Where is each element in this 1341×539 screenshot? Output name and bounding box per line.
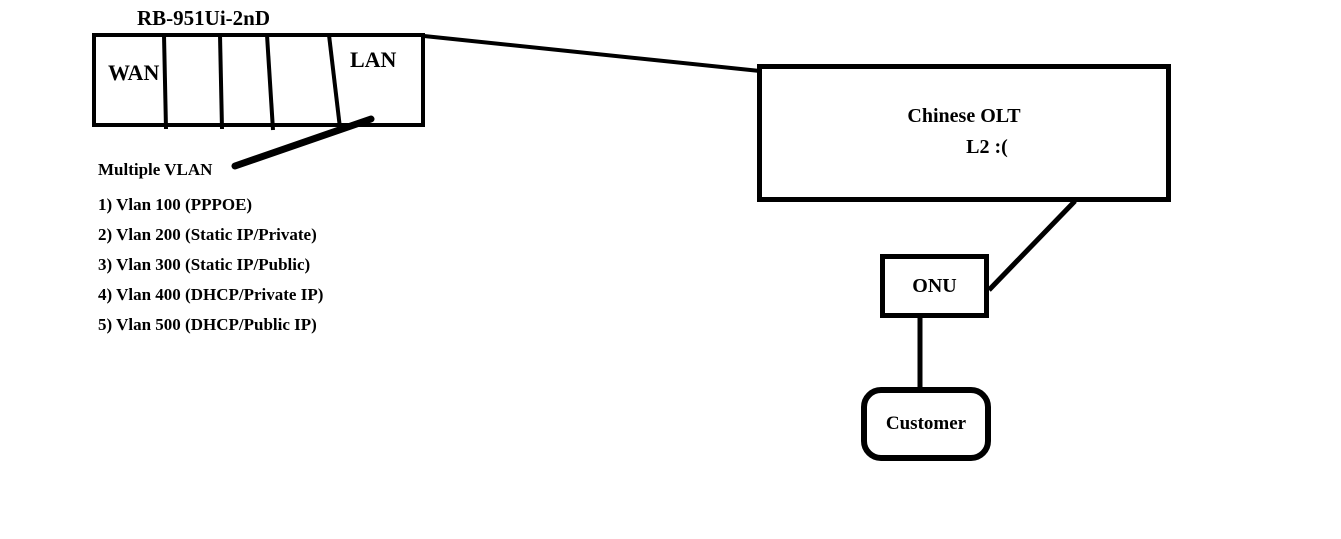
olt-label: Chinese OLT xyxy=(907,105,1021,127)
router-to-olt-line xyxy=(423,34,761,73)
router-title: RB-951Ui-2nD xyxy=(137,6,271,30)
vlan-list-item: 1) Vlan 100 (PPPOE) xyxy=(98,195,253,214)
onu-box: ONU xyxy=(880,254,989,318)
customer-label: Customer xyxy=(885,413,967,434)
vlan-list-item: 5) Vlan 500 (DHCP/Public IP) xyxy=(98,315,317,334)
vlan-list: 1) Vlan 100 (PPPOE) 2) Vlan 200 (Static … xyxy=(98,190,323,340)
customer-box: Customer xyxy=(861,387,991,461)
olt-box: Chinese OLT L2 :( xyxy=(757,64,1171,202)
olt-sublabel: L2 :( xyxy=(966,136,1008,158)
vlan-list-item: 3) Vlan 300 (Static IP/Public) xyxy=(98,255,311,274)
vlan-annotation: Multiple VLAN 1) Vlan 100 (PPPOE) 2) Vla… xyxy=(98,160,323,340)
vlan-heading: Multiple VLAN xyxy=(98,160,213,179)
router-lan-port-label: LAN xyxy=(350,47,397,72)
vlan-list-item: 4) Vlan 400 (DHCP/Private IP) xyxy=(98,285,324,304)
onu-label: ONU xyxy=(912,274,957,297)
vlan-list-item: 2) Vlan 200 (Static IP/Private) xyxy=(98,225,317,244)
olt-to-onu-line xyxy=(987,199,1077,292)
router-box xyxy=(92,33,425,127)
router-wan-port-label: WAN xyxy=(108,60,160,85)
